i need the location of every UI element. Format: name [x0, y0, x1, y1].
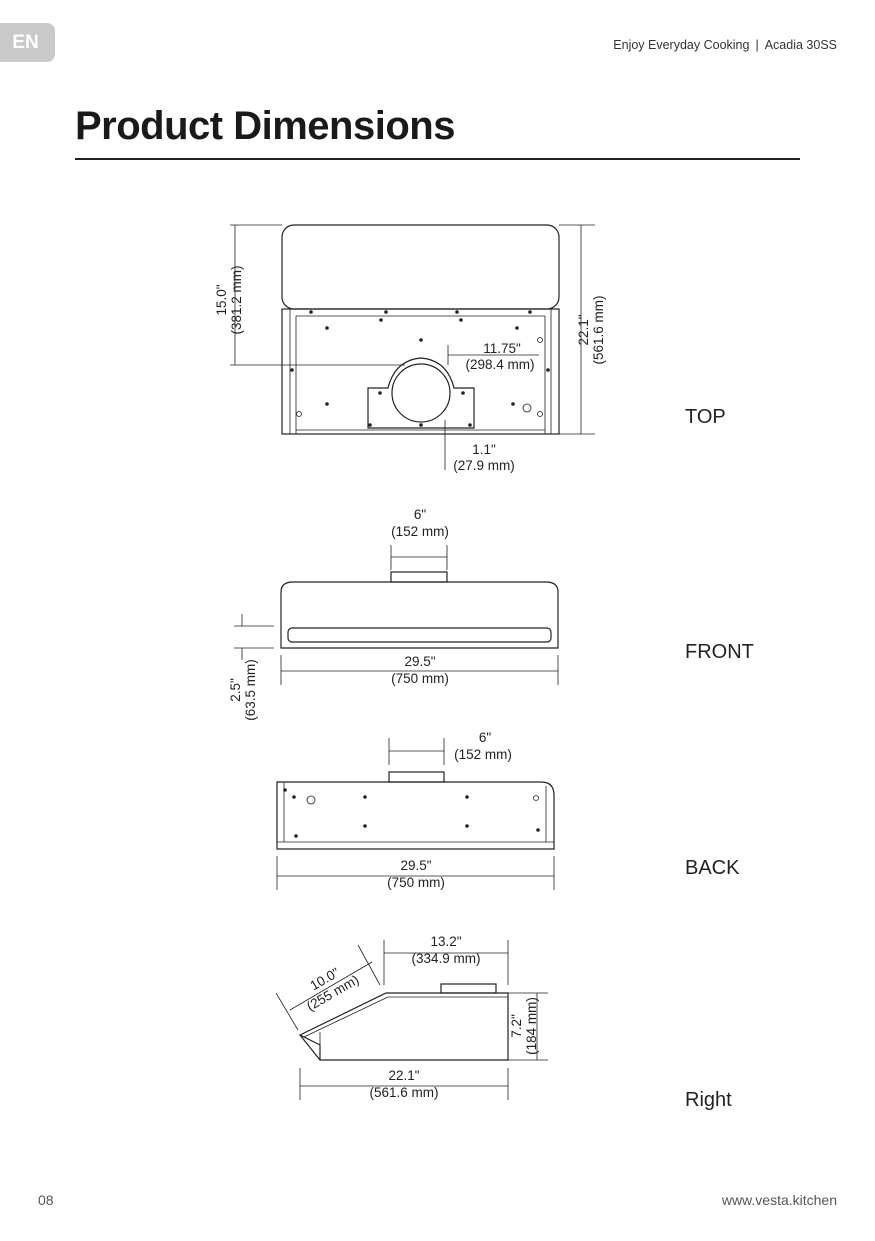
header-separator: | [755, 38, 759, 52]
right-top-in: 13.2" [430, 934, 461, 949]
right-view-dimensions [275, 940, 548, 1100]
top-depth-label: 15.0" (381.2 mm) [214, 265, 244, 334]
front-width-mm: (750 mm) [391, 671, 449, 686]
title-divider [75, 158, 800, 160]
view-label-back: BACK [685, 857, 740, 879]
front-edge-label: 2.5" (63.5 mm) [228, 659, 258, 721]
top-offset-in: 11.75" [483, 341, 521, 356]
right-depth-in: 22.1" [388, 1068, 419, 1083]
right-height-label: 7.2" (184 mm) [509, 997, 539, 1055]
right-slope-label: 10.0" (255 mm) [304, 965, 362, 1014]
front-duct-in: 6" [414, 507, 427, 522]
top-view-dimensions [230, 224, 595, 470]
view-label-front: FRONT [685, 641, 754, 663]
back-width-label: 29.5" (750 mm) [387, 858, 445, 890]
right-depth-mm: (561.6 mm) [369, 1085, 438, 1100]
back-duct-in: 6" [479, 730, 492, 745]
language-badge: EN [0, 23, 55, 62]
right-depth-label: 22.1" (561.6 mm) [369, 1068, 438, 1100]
right-height-mm: (184 mm) [524, 997, 539, 1055]
front-width-in: 29.5" [404, 654, 435, 669]
front-edge-mm: (63.5 mm) [243, 659, 258, 721]
tagline-text: Enjoy Everyday Cooking [613, 38, 750, 52]
front-edge-in: 2.5" [228, 678, 243, 702]
view-label-right: Right [685, 1089, 732, 1111]
front-view-body [280, 571, 559, 649]
front-duct-mm: (152 mm) [391, 524, 449, 539]
top-view-body [281, 224, 560, 435]
top-offset-label: 11.75" (298.4 mm) [465, 341, 534, 372]
top-height-mm: (561.6 mm) [591, 295, 606, 364]
front-view-dimensions [234, 545, 559, 685]
back-width-mm: (750 mm) [387, 875, 445, 890]
top-height-label: 22.1" (561.6 mm) [576, 295, 606, 364]
header-tagline: Enjoy Everyday Cooking | Acadia 30SS [613, 38, 837, 52]
footer-url[interactable]: www.vesta.kitchen [721, 1192, 837, 1208]
top-inset-mm: (27.9 mm) [453, 458, 515, 473]
page-title: Product Dimensions [75, 104, 455, 148]
top-inset-in: 1.1" [472, 442, 496, 457]
top-depth-in: 15.0" [214, 284, 229, 315]
back-width-in: 29.5" [400, 858, 431, 873]
page-number: 08 [38, 1192, 54, 1208]
view-label-top: TOP [685, 406, 726, 428]
front-width-label: 29.5" (750 mm) [391, 654, 449, 686]
top-offset-mm: (298.4 mm) [465, 357, 534, 372]
right-top-label: 13.2" (334.9 mm) [411, 934, 480, 966]
front-duct-label: 6" (152 mm) [391, 507, 449, 539]
top-inset-label: 1.1" (27.9 mm) [453, 442, 515, 473]
top-height-in: 22.1" [576, 314, 591, 345]
top-depth-mm: (381.2 mm) [229, 265, 244, 334]
back-view-dimensions [276, 738, 555, 890]
right-height-in: 7.2" [509, 1014, 524, 1038]
right-top-mm: (334.9 mm) [411, 951, 480, 966]
back-view-body [276, 771, 555, 850]
model-name: Acadia 30SS [764, 38, 837, 52]
back-duct-mm: (152 mm) [454, 747, 512, 762]
back-duct-label: 6" (152 mm) [454, 730, 512, 762]
